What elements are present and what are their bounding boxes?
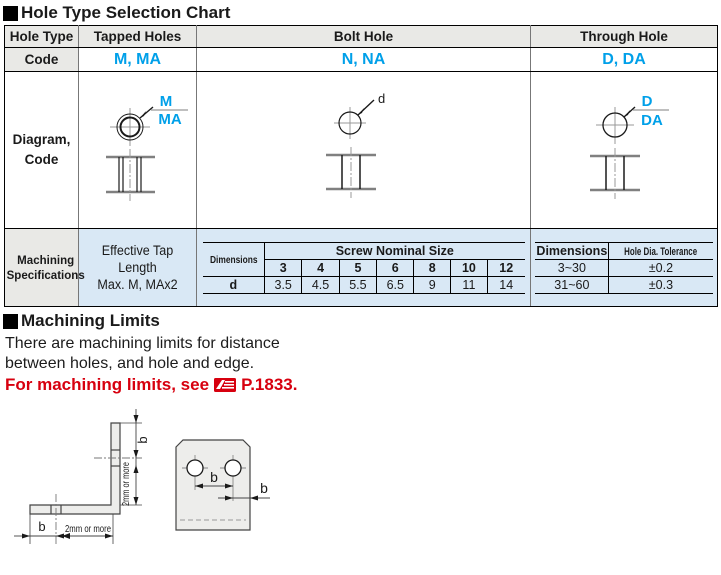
catalog-icon xyxy=(214,378,237,392)
code-row: Code M, MA N, NA D, DA xyxy=(4,47,718,72)
machining-limits-diagrams: b 2mm or more b 2mm or more b b xyxy=(14,409,270,544)
header-through-hole: Through Hole xyxy=(530,25,718,48)
bolt-table-corner: Dimensions xyxy=(202,241,266,277)
spec-row-label: Machining Specifications xyxy=(4,228,85,307)
l-bracket-shape xyxy=(29,422,121,515)
tolerance-header-tolerance: Hole Dia. Tolerance xyxy=(608,241,713,260)
bolt-spec-cell: Dimensions Screw Nominal Size 3 4 5 6 8 … xyxy=(196,228,531,307)
section-bullet-icon xyxy=(3,5,18,21)
diagram-row: Diagram, Code M MA xyxy=(4,71,718,229)
spec-label-line1: Machining xyxy=(17,252,75,267)
section-heading-hole-type: Hole Type Selection Chart xyxy=(3,3,230,23)
d-row-label: d xyxy=(202,275,266,294)
tapped-code-bottom-label: MA xyxy=(158,111,181,128)
code-tapped: M, MA xyxy=(78,47,197,72)
machining-spec-row: Machining Specifications Effective Tap L… xyxy=(4,228,718,307)
size-cell: 3 xyxy=(264,258,303,277)
d-value-cell: 4.5 xyxy=(301,275,340,294)
tapped-hole-diagram: M MA xyxy=(105,93,188,201)
reference-text: For machining limits, see xyxy=(5,375,210,394)
plate-dim-b-between: b xyxy=(210,469,218,485)
tolerance-row: 31~60 ±0.3 xyxy=(535,275,713,294)
bracket-dim-b-horizontal: b xyxy=(38,519,45,534)
bolt-table-sizes-row: 3 4 5 6 8 10 12 xyxy=(203,258,525,277)
plate-hole-right xyxy=(224,459,242,477)
through-code-top-label: D xyxy=(641,93,652,110)
bolt-hole-diagram-cell: d xyxy=(196,71,531,229)
reference-page-link[interactable]: P.1833. xyxy=(241,375,298,394)
tolerance-cell: ±0.2 xyxy=(608,258,713,277)
diagram-row-label: Diagram, Code xyxy=(4,71,79,229)
tolerance-cell: ±0.3 xyxy=(608,275,713,294)
machining-limits-text-line2: between holes, and hole and edge. xyxy=(5,355,255,372)
through-code-bottom-label: DA xyxy=(641,112,663,129)
code-bolt: N, NA xyxy=(196,47,531,72)
bracket-dim-b-vertical: b xyxy=(135,436,150,443)
through-spec-cell: Dimensions Hole Dia. Tolerance 3~30 ±0.2… xyxy=(530,228,718,307)
bolt-table-span-header: Screw Nominal Size xyxy=(264,241,525,260)
size-cell: 4 xyxy=(301,258,340,277)
size-cell: 6 xyxy=(376,258,415,277)
tapped-hole-diagram-cell: M MA xyxy=(78,71,197,229)
screw-nominal-size-table: Dimensions Screw Nominal Size 3 4 5 6 8 … xyxy=(202,241,525,294)
dim-range-cell: 31~60 xyxy=(535,275,610,294)
section-heading-machining-limits: Machining Limits xyxy=(3,311,160,331)
plate-hole-left xyxy=(186,459,204,477)
section1-title: Hole Type Selection Chart xyxy=(21,3,231,22)
code-through: D, DA xyxy=(530,47,718,72)
tolerance-header-dimensions: Dimensions xyxy=(535,241,610,260)
through-hole-diagram: D DA xyxy=(589,93,669,199)
d-value-cell: 3.5 xyxy=(264,275,303,294)
tapped-spec-line1: Effective Tap Length xyxy=(101,242,174,275)
bolt-table-d-row: d 3.5 4.5 5.5 6.5 9 11 14 xyxy=(202,275,525,294)
header-tapped-holes: Tapped Holes xyxy=(78,25,197,48)
plate-shape xyxy=(175,439,251,531)
machining-limits-reference: For machining limits, see P.1833. xyxy=(5,375,297,395)
size-cell: 12 xyxy=(486,258,525,277)
bracket-dim-2mm-horizontal: 2mm or more xyxy=(65,523,111,535)
table-header-row: Hole Type Tapped Holes Bolt Hole Through… xyxy=(4,25,718,48)
tapped-spec-cell: Effective Tap Length Max. M, MAx2 xyxy=(78,228,197,307)
plate-dim-b-edge: b xyxy=(260,480,268,496)
d-value-cell: 11 xyxy=(449,275,488,294)
tapped-spec-line2: Max. M, MAx2 xyxy=(97,276,178,292)
bolt-hole-diagram: d xyxy=(325,91,385,198)
bracket-dim-2mm-vertical: 2mm or more xyxy=(120,462,132,506)
code-row-label: Code xyxy=(4,47,79,72)
d-value-cell: 9 xyxy=(413,275,451,294)
d-value-cell: 6.5 xyxy=(376,275,415,294)
size-cell: 10 xyxy=(449,258,488,277)
diagram-label-line2: Code xyxy=(24,152,59,167)
section2-title: Machining Limits xyxy=(21,311,160,330)
header-hole-type: Hole Type xyxy=(4,25,79,48)
d-value-cell: 5.5 xyxy=(338,275,378,294)
through-hole-diagram-cell: D DA xyxy=(530,71,718,229)
d-value-cell: 14 xyxy=(486,275,525,294)
header-bolt-hole: Bolt Hole xyxy=(196,25,531,48)
section-bullet-icon xyxy=(3,313,18,329)
dim-range-cell: 3~30 xyxy=(535,258,610,277)
bolt-code-label: d xyxy=(378,91,385,106)
size-cell: 8 xyxy=(413,258,451,277)
tapped-code-top-label: M xyxy=(159,93,172,110)
spec-label-line2: Specifications xyxy=(6,267,85,282)
machining-limits-text-line1: There are machining limits for distance xyxy=(5,335,280,352)
diagram-label-line1: Diagram, xyxy=(12,132,71,147)
hole-type-selection-table: Hole Type Tapped Holes Bolt Hole Through… xyxy=(4,25,718,307)
size-cell: 5 xyxy=(338,258,378,277)
hole-tolerance-table: Dimensions Hole Dia. Tolerance 3~30 ±0.2… xyxy=(535,241,713,294)
tolerance-row: 3~30 ±0.2 xyxy=(535,258,713,277)
